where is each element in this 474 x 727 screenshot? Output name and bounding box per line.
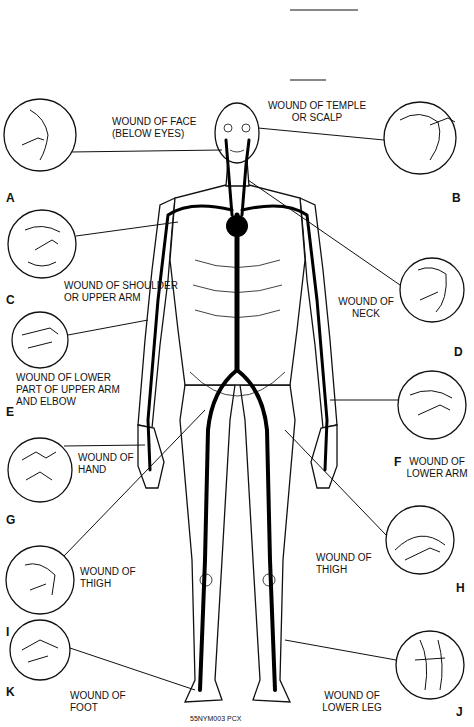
callout-letter: J — [456, 706, 470, 719]
wound-label: WOUND OF LOWER LEG — [316, 690, 388, 714]
blank-line — [290, 9, 358, 10]
wound-label: WOUND OF TEMPLE OR SCALP — [262, 100, 372, 124]
wound-label: WOUND OF LOWER ARM — [404, 456, 470, 480]
callout-letter: I — [6, 626, 20, 639]
callout-letter: D — [454, 346, 468, 359]
callout-letter: B — [452, 192, 466, 205]
blank-line — [290, 79, 326, 80]
callout-letter: H — [456, 582, 470, 595]
wound-label: WOUND OF LOWER PART OF UPPER ARM AND ELB… — [16, 372, 124, 408]
wound-label: WOUND OF FOOT — [70, 690, 132, 714]
wound-label: WOUND OF THIGH — [80, 566, 142, 590]
detail-sketches — [22, 110, 455, 690]
wound-label: WOUND OF SHOULDER OR UPPER ARM — [64, 280, 186, 304]
callout-letter: A — [6, 192, 20, 205]
figure-code: 55NYM003 PCX — [190, 714, 270, 723]
wound-label: WOUND OF THIGH — [316, 552, 378, 576]
wound-label: WOUND OF FACE (BELOW EYES) — [112, 116, 212, 140]
detail-circles — [4, 99, 466, 699]
heart — [226, 215, 248, 237]
callout-letter: E — [6, 406, 20, 419]
body-outline — [138, 103, 337, 702]
wound-label: WOUND OF HAND — [78, 452, 138, 476]
callout-letter: K — [6, 686, 20, 699]
callout-letter: F — [394, 456, 406, 469]
callout-letter: G — [6, 514, 20, 527]
wound-label: WOUND OF NECK — [336, 296, 396, 320]
leader-lines — [64, 128, 400, 690]
callout-letter: C — [6, 294, 20, 307]
